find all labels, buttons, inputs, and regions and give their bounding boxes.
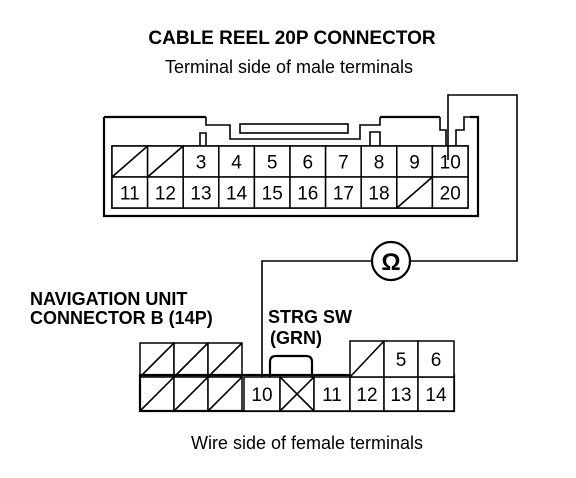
strg-sw-label: STRG SW — [268, 307, 352, 327]
nav-connector-blank-cell-5 — [173, 376, 209, 412]
ohmmeter-wiring: Ω — [261, 94, 518, 386]
nav-connector-terminal-6: 6 — [417, 340, 455, 378]
nav-connector-terminal-14: 14 — [417, 376, 455, 412]
cable-reel-terminal-top-1 — [111, 145, 149, 178]
ohm-symbol-label: Ω — [381, 249, 400, 276]
cable-reel-terminal-top-6-label: 6 — [303, 153, 314, 174]
cable-reel-terminal-top-4: 4 — [218, 145, 256, 178]
diagram-footer: Wire side of female terminals — [191, 433, 423, 453]
nav-connector-terminal-5-label: 5 — [396, 350, 407, 371]
cable-reel-terminal-bottom-18: 18 — [360, 176, 398, 209]
cable-reel-terminal-bottom-11-label: 11 — [120, 184, 140, 205]
cable-reel-terminal-bottom-15: 15 — [253, 176, 291, 209]
cable-reel-terminal-bottom-17: 17 — [324, 176, 362, 209]
cable-reel-terminal-bottom-11: 11 — [111, 176, 149, 209]
cable-reel-terminal-top-7: 7 — [324, 145, 362, 178]
nav-connector-terminal-blank — [279, 376, 315, 412]
nav-connector-terminal-11-label: 11 — [322, 385, 342, 406]
nav-connector-terminal-6-label: 6 — [431, 350, 442, 371]
ohmmeter-symbol — [370, 240, 412, 282]
cable-reel-terminal-top-2 — [146, 145, 184, 178]
diagram-subtitle: Terminal side of male terminals — [165, 57, 413, 77]
cable-reel-terminal-top-9-label: 9 — [409, 153, 420, 174]
nav-connector-label-line1: NAVIGATION UNIT — [30, 289, 187, 309]
cable-reel-terminal-top-9: 9 — [396, 145, 434, 178]
cable-reel-terminal-top-5-label: 5 — [267, 153, 278, 174]
cable-reel-terminal-bottom-20-label: 20 — [440, 184, 461, 205]
cable-reel-terminal-bottom-17-label: 17 — [333, 184, 354, 205]
cable-reel-terminal-bottom-16: 16 — [289, 176, 327, 209]
nav-connector-terminal-13-label: 13 — [390, 385, 411, 406]
cable-reel-terminal-bottom-19 — [396, 176, 434, 209]
nav-connector-terminal-14-label: 14 — [425, 385, 447, 406]
cable-reel-terminal-top-3: 3 — [182, 145, 220, 178]
nav-connector-terminal-10-label: 10 — [251, 385, 272, 406]
cable-reel-terminal-top-8-label: 8 — [374, 153, 385, 174]
nav-connector-terminal-5: 5 — [383, 340, 419, 378]
diagram-title: CABLE REEL 20P CONNECTOR — [148, 28, 435, 49]
cable-reel-terminal-top-4-label: 4 — [231, 153, 242, 174]
nav-connector-left-block — [139, 342, 243, 412]
nav-connector-terminal-10: 10 — [243, 376, 281, 412]
nav-connector-label-line2: CONNECTOR B (14P) — [30, 308, 213, 328]
cable-reel-terminal-top-5: 5 — [253, 145, 291, 178]
cable-reel-terminal-top-8: 8 — [360, 145, 398, 178]
nav-connector-blank-cell-3 — [207, 342, 243, 378]
cable-reel-connector: 3 4 5 6 7 8 9 10 11 12 13 14 15 16 17 18 20 — [102, 115, 480, 218]
nav-connector-blank-cell-1 — [139, 342, 175, 378]
cable-reel-top-row: 3 4 5 6 7 8 9 10 — [111, 145, 469, 178]
cable-reel-terminal-bottom-12-label: 12 — [155, 184, 176, 205]
strg-sw-color-label: (GRN) — [270, 328, 322, 348]
cable-reel-terminal-top-7-label: 7 — [338, 153, 349, 174]
nav-connector-terminal-12: 12 — [349, 376, 385, 412]
nav-connector-terminal-11: 11 — [313, 376, 351, 412]
nav-connector-blank-cell-6 — [207, 376, 243, 412]
cable-reel-terminal-bottom-20: 20 — [431, 176, 469, 209]
cable-reel-terminal-top-10: 10 — [431, 145, 469, 178]
cable-reel-terminal-bottom-13: 13 — [182, 176, 220, 209]
cable-reel-terminal-bottom-16-label: 16 — [297, 184, 318, 205]
cable-reel-terminal-top-10-label: 10 — [440, 153, 461, 174]
cable-reel-terminal-bottom-13-label: 13 — [190, 184, 211, 205]
nav-connector-blank-cell-4 — [139, 376, 175, 412]
cable-reel-bottom-row: 11 12 13 14 15 16 17 18 20 — [111, 176, 469, 209]
nav-connector-terminal-13: 13 — [383, 376, 419, 412]
nav-connector-bottom-row: 10 11 12 13 14 — [243, 376, 455, 412]
cable-reel-terminal-bottom-15-label: 15 — [262, 184, 283, 205]
nav-connector-terminal-blank-top — [349, 340, 385, 378]
cable-reel-terminal-bottom-12: 12 — [146, 176, 184, 209]
cable-reel-terminal-top-3-label: 3 — [196, 153, 207, 174]
cable-reel-terminal-bottom-14-label: 14 — [226, 184, 248, 205]
nav-connector-blank-cell-2 — [173, 342, 209, 378]
cable-reel-terminal-bottom-14: 14 — [218, 176, 256, 209]
cable-reel-terminal-top-6: 6 — [289, 145, 327, 178]
nav-connector-terminal-12-label: 12 — [356, 385, 377, 406]
cable-reel-terminal-bottom-18-label: 18 — [368, 184, 389, 205]
